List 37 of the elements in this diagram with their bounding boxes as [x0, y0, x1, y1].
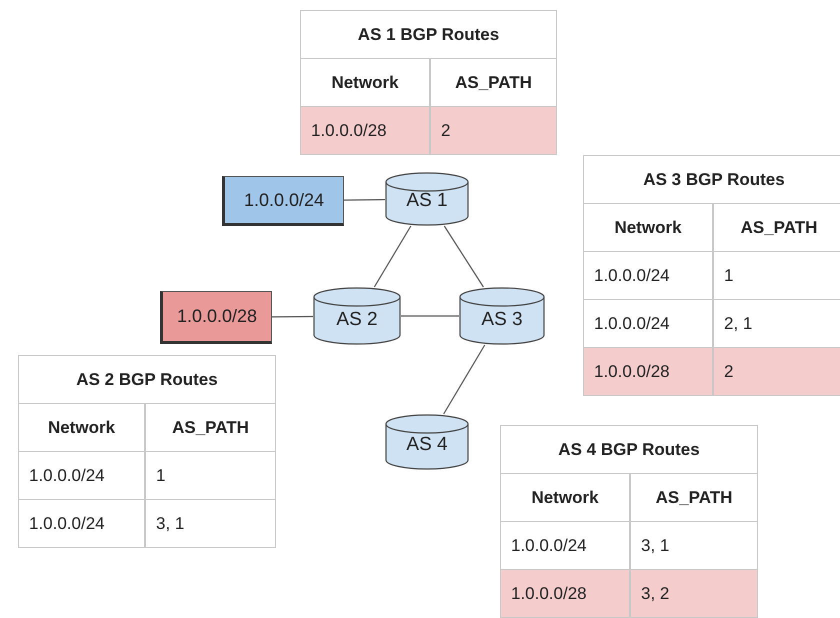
column-header: Network: [300, 58, 430, 107]
table-title: AS 1 BGP Routes: [300, 10, 557, 59]
table-title: AS 3 BGP Routes: [583, 155, 840, 204]
connector-line: [443, 344, 486, 414]
connector-line: [401, 315, 459, 317]
connector-line: [344, 198, 385, 201]
connector-line: [444, 226, 484, 288]
table-cell: 1.0.0.0/24: [18, 451, 145, 500]
connector-line: [272, 316, 313, 318]
router-cylinder: AS 4: [385, 414, 469, 470]
column-header: Network: [18, 403, 145, 452]
table-cell: 3, 1: [145, 499, 276, 548]
column-header: AS_PATH: [145, 403, 276, 452]
table-cell: 1.0.0.0/24: [583, 251, 713, 300]
table-title: AS 2 BGP Routes: [18, 355, 276, 404]
network-prefix-box: 1.0.0.0/28: [160, 291, 272, 344]
router-cylinder: AS 3: [459, 287, 545, 345]
column-header: Network: [500, 473, 630, 522]
table-cell: 3, 1: [630, 521, 758, 570]
router-cylinder: AS 1: [385, 172, 469, 226]
column-header: AS_PATH: [430, 58, 557, 107]
connector-line: [374, 226, 412, 288]
table-cell: 2: [713, 347, 840, 396]
table-cell: 1.0.0.0/24: [500, 521, 630, 570]
table-cell: 1.0.0.0/28: [300, 106, 430, 155]
table-cell: 2: [430, 106, 557, 155]
table-cell: 1: [145, 451, 276, 500]
table-title: AS 4 BGP Routes: [500, 425, 758, 474]
table-cell: 3, 2: [630, 569, 758, 618]
network-prefix-box: 1.0.0.0/24: [222, 176, 344, 226]
table-cell: 1.0.0.0/28: [583, 347, 713, 396]
column-header: AS_PATH: [630, 473, 758, 522]
column-header: Network: [583, 203, 713, 252]
table-cell: 1.0.0.0/24: [583, 299, 713, 348]
router-cylinder: AS 2: [313, 287, 401, 345]
table-cell: 1.0.0.0/28: [500, 569, 630, 618]
table-cell: 1.0.0.0/24: [18, 499, 145, 548]
